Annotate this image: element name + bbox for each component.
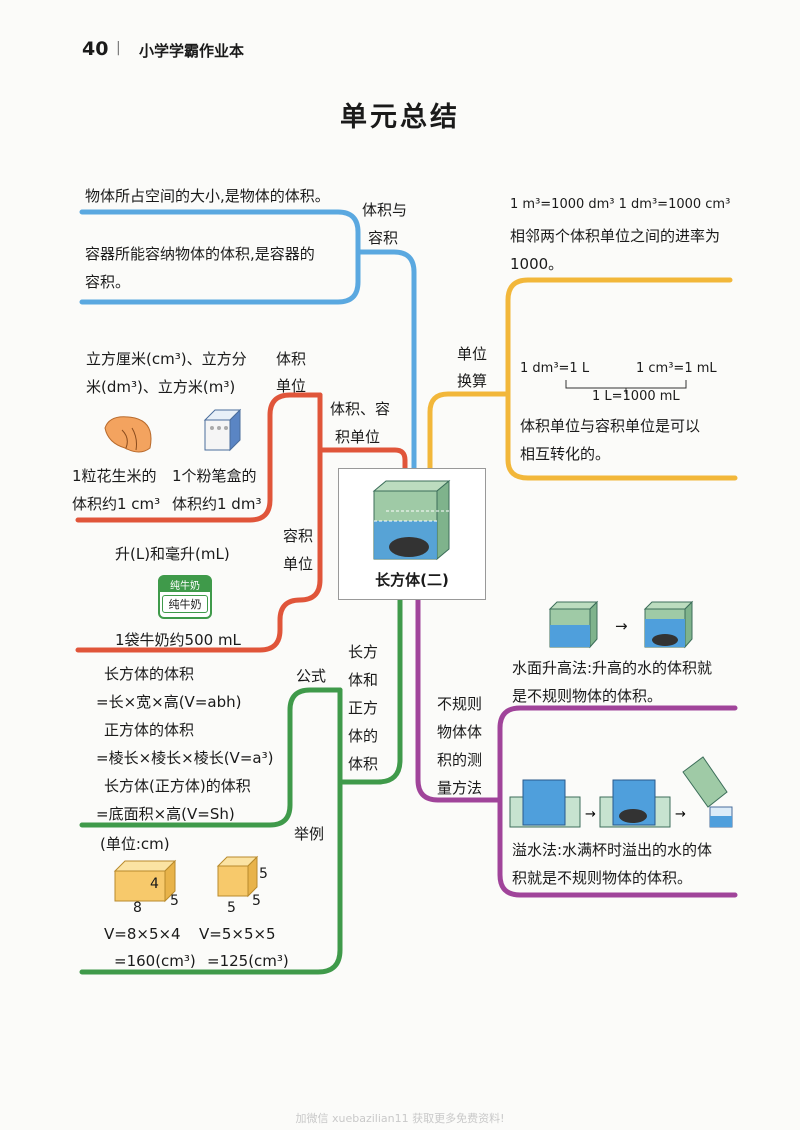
capacity-unit-label-2: 单位	[283, 555, 314, 573]
book-title: 小学学霸作业本	[139, 42, 245, 60]
branch-line-volume-capacity	[355, 249, 417, 471]
conversion-note-2: 相互转化的。	[520, 445, 611, 463]
bracket-volume-capacity	[79, 209, 361, 305]
page-title: 单元总结	[340, 102, 460, 133]
cuboid-length: 8	[133, 900, 142, 916]
conversion-eq-3: 1 L=1000 mL	[592, 389, 680, 404]
cuboid-with-rock-icon	[372, 479, 451, 561]
svg-text:→: →	[675, 807, 686, 822]
cuboid-calc-2: =160(cm³)	[114, 952, 196, 970]
capacity-unit-label-1: 容积	[283, 527, 314, 545]
center-label: 长方体(二)	[375, 571, 449, 589]
header-separator: |	[116, 40, 121, 56]
conversion-line-2: 相邻两个体积单位之间的进率为	[510, 227, 721, 245]
branch-label-volume-capacity-1: 体积与	[362, 201, 408, 219]
branch-label-formulas-3: 正方	[348, 699, 379, 717]
conversion-note-1: 体积单位与容积单位是可以	[520, 417, 701, 435]
volume-units-1: 立方厘米(cm³)、立方分	[86, 350, 247, 368]
svg-text:→: →	[585, 807, 596, 822]
bracket-volume-units	[75, 392, 323, 523]
cube-edge-length: 5	[227, 900, 236, 916]
branch-label-units-2: 积单位	[335, 428, 381, 446]
branch-label-volume-capacity-2: 容积	[368, 229, 399, 247]
conversion-line-3: 1000。	[510, 255, 564, 273]
milk-tag-main: 纯牛奶	[162, 595, 208, 613]
cube-edge-height: 5	[259, 866, 268, 882]
conversion-eq-2: 1 cm³=1 mL	[636, 361, 717, 376]
water-rise-illustration	[548, 600, 694, 649]
volume-units-2: 米(dm³)、立方米(m³)	[86, 378, 236, 396]
branch-label-irregular-1: 不规则	[437, 695, 483, 713]
peanut-icon	[104, 416, 152, 453]
footer-watermark: 加微信 xuebazilian11 获取更多免费资料!	[295, 1112, 505, 1125]
cuboid-width: 5	[170, 893, 179, 909]
branch-line-irregular	[415, 595, 503, 803]
chalk-box-icon	[203, 408, 242, 452]
capacity-definition-1: 容器所能容纳物体的体积,是容器的	[85, 245, 315, 263]
center-node: 长方体(二)	[338, 468, 486, 600]
branch-line-formulas	[337, 595, 403, 785]
arrow-icon: →	[615, 617, 628, 635]
overflow-method-1: 溢水法:水满杯时溢出的水的体	[512, 841, 713, 859]
volume-unit-label-2: 单位	[276, 377, 307, 395]
conversion-eq-1: 1 dm³=1 L	[520, 361, 590, 376]
cube-calc-2: =125(cm³)	[207, 952, 289, 970]
branch-label-formulas-1: 长方	[348, 643, 379, 661]
volume-definition: 物体所占空间的大小,是物体的体积。	[85, 187, 330, 205]
unit-note: (单位:cm)	[100, 835, 170, 853]
chalk-caption-1: 1个粉笔盒的	[172, 467, 257, 485]
branch-label-formulas-5: 体积	[348, 755, 379, 773]
conversion-line-1: 1 m³=1000 dm³ 1 dm³=1000 cm³	[510, 197, 731, 212]
peanut-caption-2: 体积约1 cm³	[72, 495, 161, 513]
overflow-method-2: 积就是不规则物体的体积。	[512, 869, 693, 887]
formula-6: =底面积×高(V=Sh)	[96, 805, 235, 823]
formula-5: 长方体(正方体)的体积	[104, 777, 251, 795]
cuboid-example-icon	[113, 859, 177, 903]
branch-line-conversion	[427, 391, 511, 473]
cuboid-calc-1: V=8×5×4	[104, 925, 181, 943]
branch-line-units	[317, 447, 408, 471]
rise-method-2: 是不规则物体的体积。	[512, 687, 663, 705]
overflow-illustration: → →	[509, 756, 733, 828]
branch-label-irregular-4: 量方法	[437, 779, 483, 797]
formula-3: 正方体的体积	[104, 721, 195, 739]
volume-unit-label-1: 体积	[276, 350, 307, 368]
bracket-formulas-trunk	[79, 687, 343, 975]
bracket-formula	[79, 687, 343, 828]
cube-edge-width: 5	[252, 893, 261, 909]
rise-method-1: 水面升高法:升高的水的体积就	[512, 659, 713, 677]
example-label: 举例	[294, 825, 325, 843]
capacity-units: 升(L)和毫升(mL)	[115, 545, 230, 563]
capacity-definition-2: 容积。	[85, 273, 131, 291]
bracket-capacity-units	[75, 597, 303, 653]
bracket-units-trunk	[297, 392, 323, 603]
conversion-bracket	[565, 380, 687, 394]
bracket-conversion	[505, 277, 738, 481]
branch-label-irregular-3: 积的测	[437, 751, 483, 769]
milk-tag-top: 纯牛奶	[160, 577, 210, 592]
branch-label-formulas-2: 体和	[348, 671, 379, 689]
peanut-caption-1: 1粒花生米的	[72, 467, 157, 485]
formula-label: 公式	[296, 667, 327, 685]
formula-2: =长×宽×高(V=abh)	[96, 693, 242, 711]
branch-label-conversion-2: 换算	[457, 372, 488, 390]
branch-label-conversion-1: 单位	[457, 345, 488, 363]
branch-label-units-1: 体积、容	[330, 400, 391, 418]
branch-label-irregular-2: 物体体	[437, 723, 483, 741]
cube-calc-1: V=5×5×5	[199, 925, 276, 943]
page-number: 40	[82, 38, 109, 60]
formula-4: =棱长×棱长×棱长(V=a³)	[96, 749, 274, 767]
formula-1: 长方体的体积	[104, 665, 195, 683]
bracket-irregular	[497, 705, 738, 898]
cuboid-height: 4	[150, 876, 159, 892]
branch-label-formulas-4: 体的	[348, 727, 379, 745]
chalk-caption-2: 体积约1 dm³	[172, 495, 262, 513]
cube-example-icon	[216, 855, 259, 898]
milk-bag-icon: 纯牛奶 纯牛奶	[158, 575, 212, 619]
milk-caption: 1袋牛奶约500 mL	[115, 631, 241, 649]
